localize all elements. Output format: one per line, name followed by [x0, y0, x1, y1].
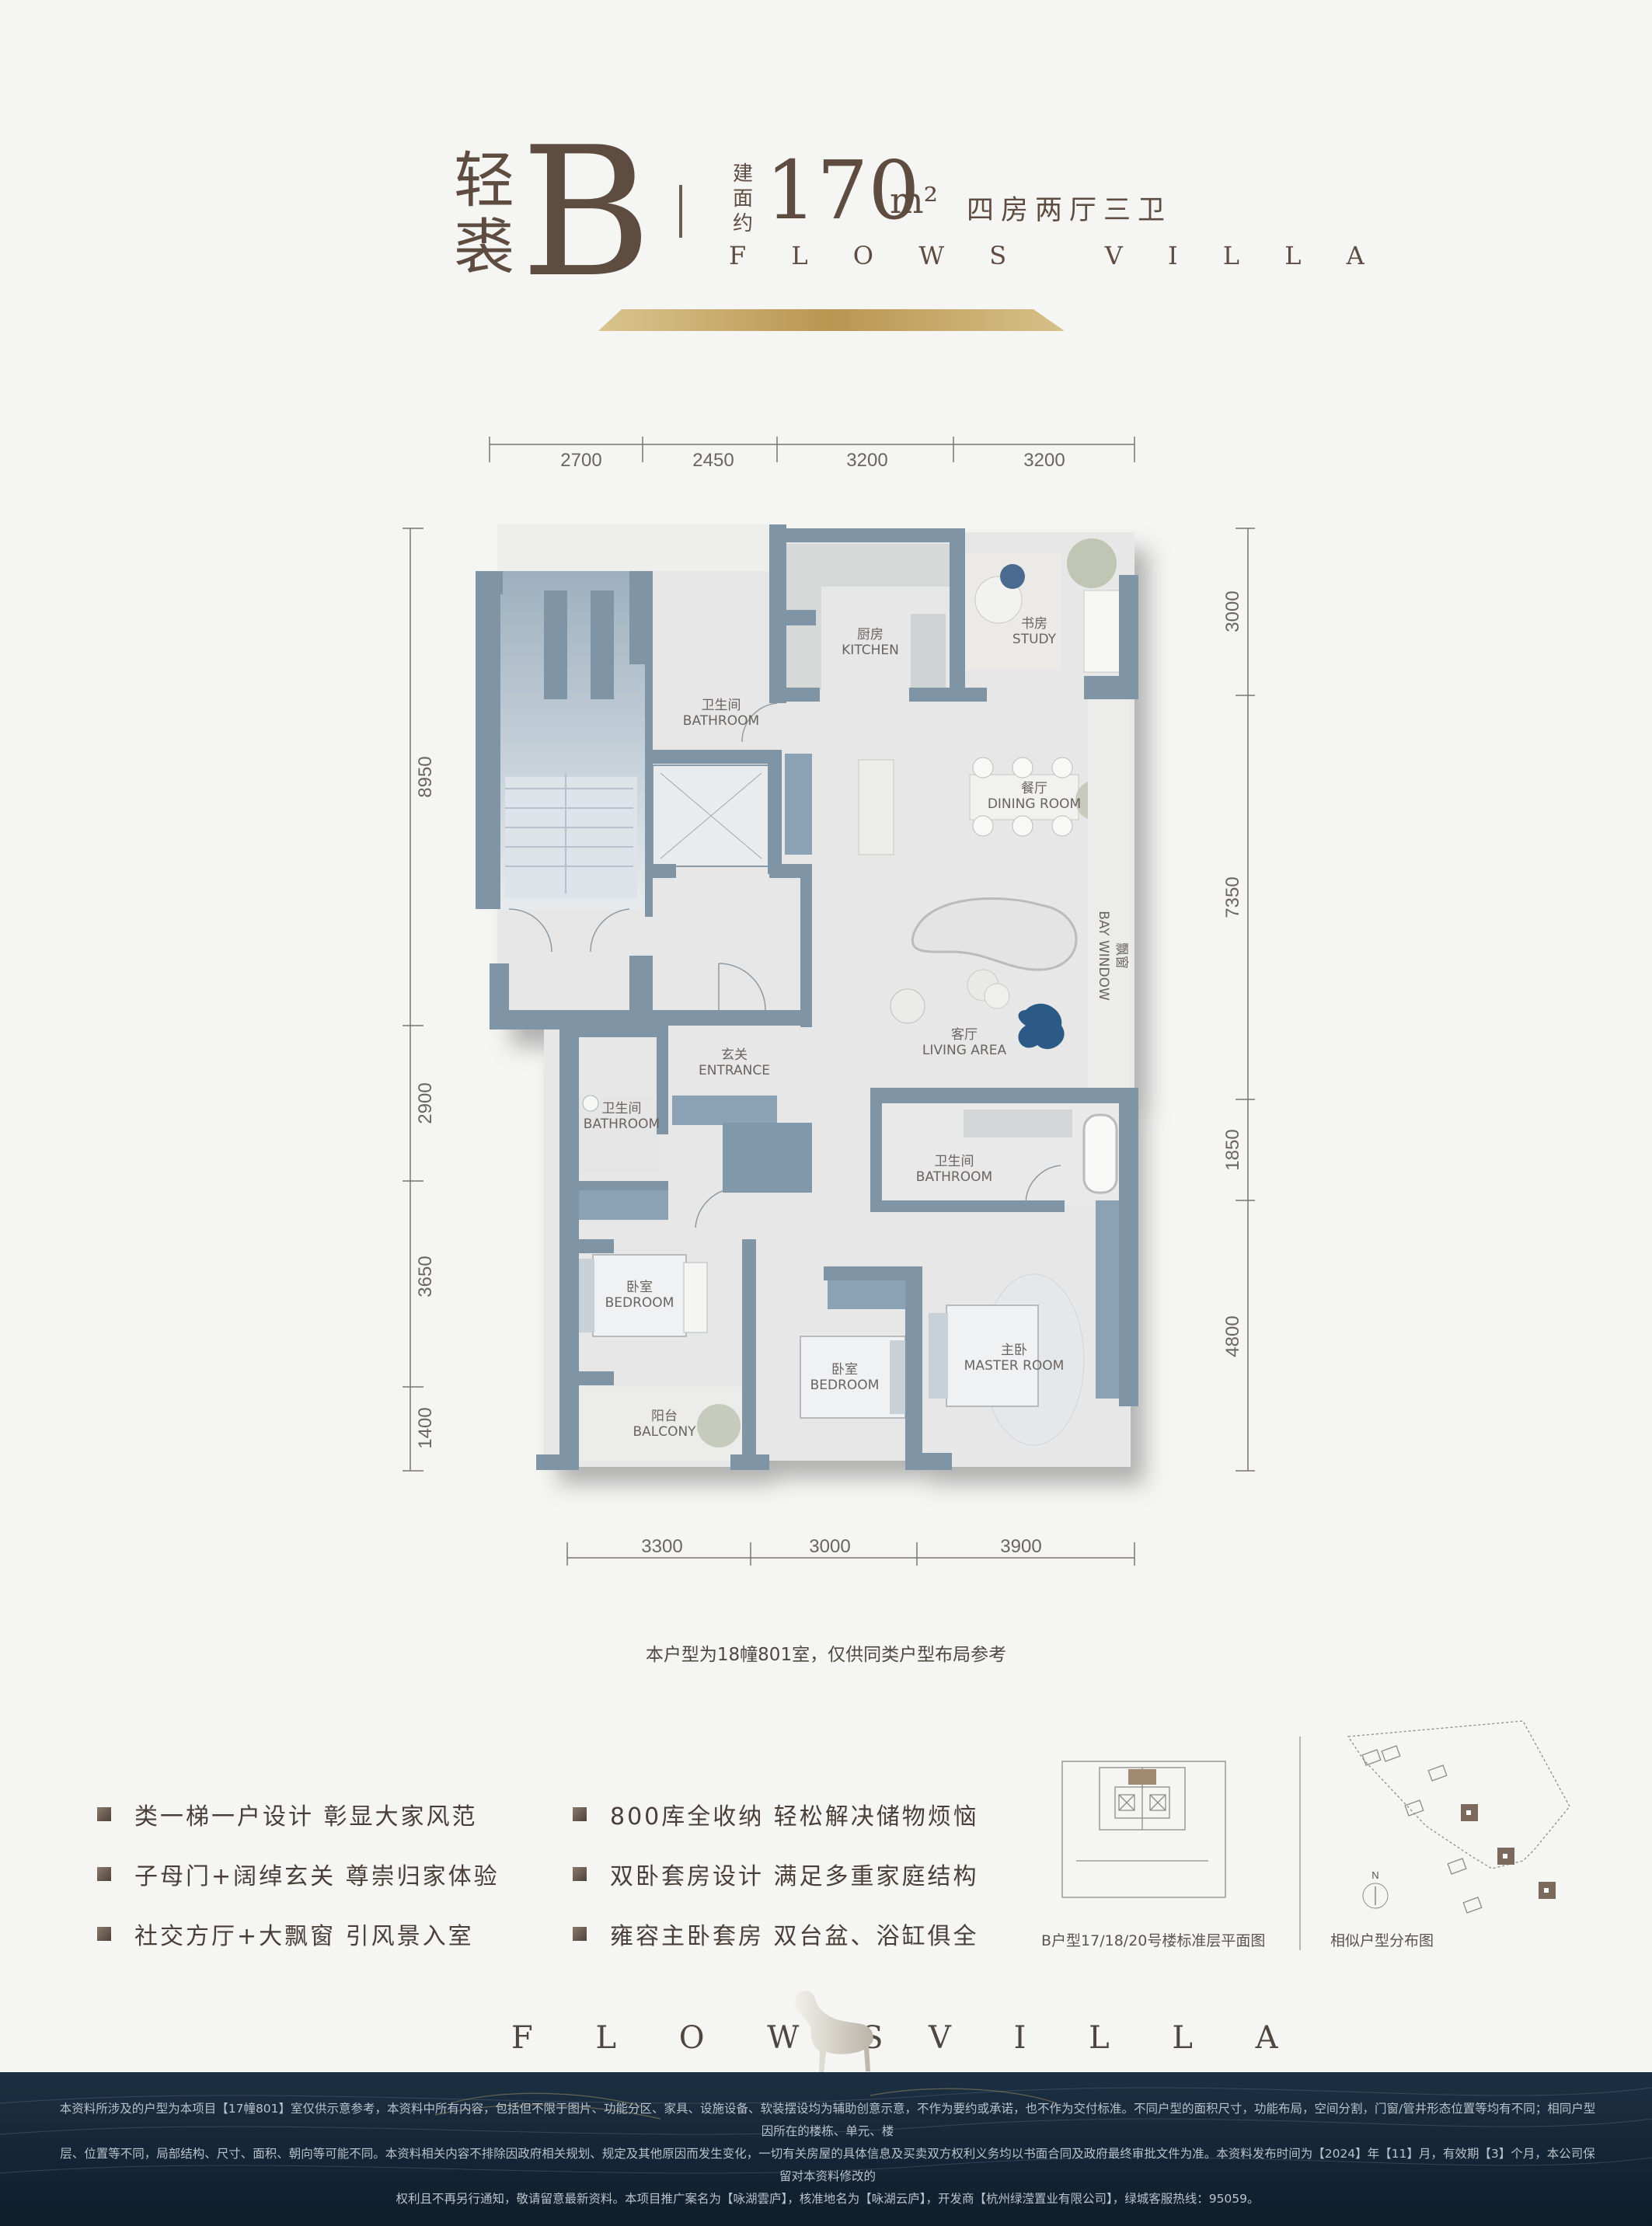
site-distribution-plan: N [1347, 1720, 1570, 1914]
separator-line [1299, 1737, 1301, 1950]
header-divider [679, 185, 682, 238]
disclaimer-line-3: 权利且不再另行通知，敬请留意最新资料。本项目推广案名为【咏湖雲庐】，核准地名为【… [396, 2192, 1260, 2206]
master-en: MASTER ROOM [964, 1358, 1065, 1374]
walls [476, 524, 1138, 1470]
entrance-en: ENTRANCE [699, 1063, 770, 1078]
balcony-en: BALCONY [633, 1424, 696, 1440]
kitchen-cn: 厨房 [857, 627, 884, 643]
entrance-cn: 玄关 [721, 1047, 748, 1063]
dim-bottom-3: 3900 [1000, 1536, 1041, 1557]
dim-top-1: 2700 [560, 450, 601, 471]
feature-3: 社交方厅+大飘窗 引风景入室 [97, 1917, 474, 1951]
type-chars: 轻裘 [453, 146, 514, 283]
feature-2: 子母门+阔绰玄关 尊崇归家体验 [97, 1857, 500, 1891]
bath1-en: BATHROOM [683, 713, 759, 729]
north-label: N [1371, 1869, 1378, 1881]
bullet-square-icon [97, 1867, 111, 1881]
bed1-en: BEDROOM [605, 1295, 674, 1311]
kitchen-en: KITCHEN [842, 643, 899, 658]
bath1-cn: 卫生间 [702, 698, 741, 713]
disclaimer-line-1: 本资料所涉及的户型为本项目【17幢801】室仅供示意参考，本资料中所有内容，包括… [59, 2102, 1596, 2138]
dining-en: DINING ROOM [988, 796, 1081, 812]
dim-top-4: 3200 [1023, 450, 1065, 471]
bullet-square-icon [573, 1807, 587, 1821]
dim-left-4: 1400 [415, 1407, 436, 1448]
dim-left-1: 8950 [415, 756, 436, 797]
dim-bottom-1: 3300 [641, 1536, 682, 1557]
bath3-cn: 卫生间 [935, 1154, 974, 1169]
bottom-brand-right: V I L L A [929, 2020, 1305, 2056]
floor-plan: 2700 2450 3200 3200 3300 3000 3900 8950 … [403, 437, 1255, 1566]
gold-underline [598, 309, 1065, 331]
type-letter: B [521, 110, 653, 317]
dim-left-2: 2900 [415, 1082, 436, 1123]
bullet-square-icon [97, 1807, 111, 1821]
bed1-cn: 卧室 [626, 1280, 653, 1295]
balcony-cn: 阳台 [651, 1409, 678, 1424]
dining-cn: 餐厅 [1021, 781, 1047, 796]
area-unit: m² [890, 179, 939, 221]
bed2-en: BEDROOM [810, 1378, 880, 1393]
disclaimer: 本资料所涉及的户型为本项目【17幢801】室仅供示意参考，本资料中所有内容，包括… [54, 2098, 1601, 2210]
distribution-caption: 相似户型分布图 [1330, 1932, 1434, 1949]
bed2-cn: 卧室 [831, 1362, 858, 1378]
bay-cn: 飘窗 [1114, 942, 1129, 969]
study-cn: 书房 [1021, 616, 1047, 632]
bath2-en: BATHROOM [584, 1116, 660, 1132]
dim-left-3: 3650 [415, 1256, 436, 1297]
bullet-square-icon [573, 1927, 587, 1941]
footer-band [0, 2072, 1652, 2226]
plan-note: 本户型为18幢801室，仅供同类户型布局参考 [645, 1645, 1007, 1665]
bay-en: BAY WINDOW [1096, 911, 1111, 1001]
dim-right-1: 3000 [1222, 590, 1243, 632]
feature-4: 800库全收纳 轻松解决储物烦恼 [573, 1797, 979, 1831]
living-en: LIVING AREA [922, 1043, 1007, 1058]
area-label: 建面约 [732, 162, 753, 235]
dim-bottom-2: 3000 [809, 1536, 850, 1557]
master-cn: 主卧 [1001, 1343, 1027, 1358]
bullet-square-icon [573, 1867, 587, 1881]
feature-5: 双卧套房设计 满足多重家庭结构 [573, 1857, 979, 1891]
disclaimer-line-2: 层、位置等不同，局部结构、尺寸、面积、朝向等可能不同。本资料相关内容不排除因政府… [60, 2147, 1595, 2183]
dim-top-3: 3200 [846, 450, 887, 471]
dim-right-2: 7350 [1222, 876, 1243, 918]
dim-right-4: 4800 [1222, 1315, 1243, 1357]
room-config: 四房两厅三卫 [967, 195, 1173, 226]
study-en: STUDY [1012, 632, 1057, 647]
key-plan-caption: B户型17/18/20号楼标准层平面图 [1041, 1932, 1266, 1949]
dimension-lines [403, 437, 1255, 1566]
living-cn: 客厅 [951, 1027, 978, 1043]
feature-6: 雍容主卧套房 双台盆、浴缸俱全 [573, 1917, 979, 1951]
dim-top-2: 2450 [692, 450, 734, 471]
bath3-en: BATHROOM [916, 1169, 992, 1185]
area-value: 170 [765, 143, 920, 238]
bullet-square-icon [97, 1927, 111, 1941]
bath2-cn: 卫生间 [602, 1101, 642, 1116]
dim-right-3: 1850 [1222, 1129, 1243, 1170]
floor-key-plan [1061, 1761, 1226, 1898]
brand-subtitle: F L O W S V I L L A [729, 241, 1383, 270]
feature-1: 类一梯一户设计 彰显大家风范 [97, 1797, 478, 1831]
